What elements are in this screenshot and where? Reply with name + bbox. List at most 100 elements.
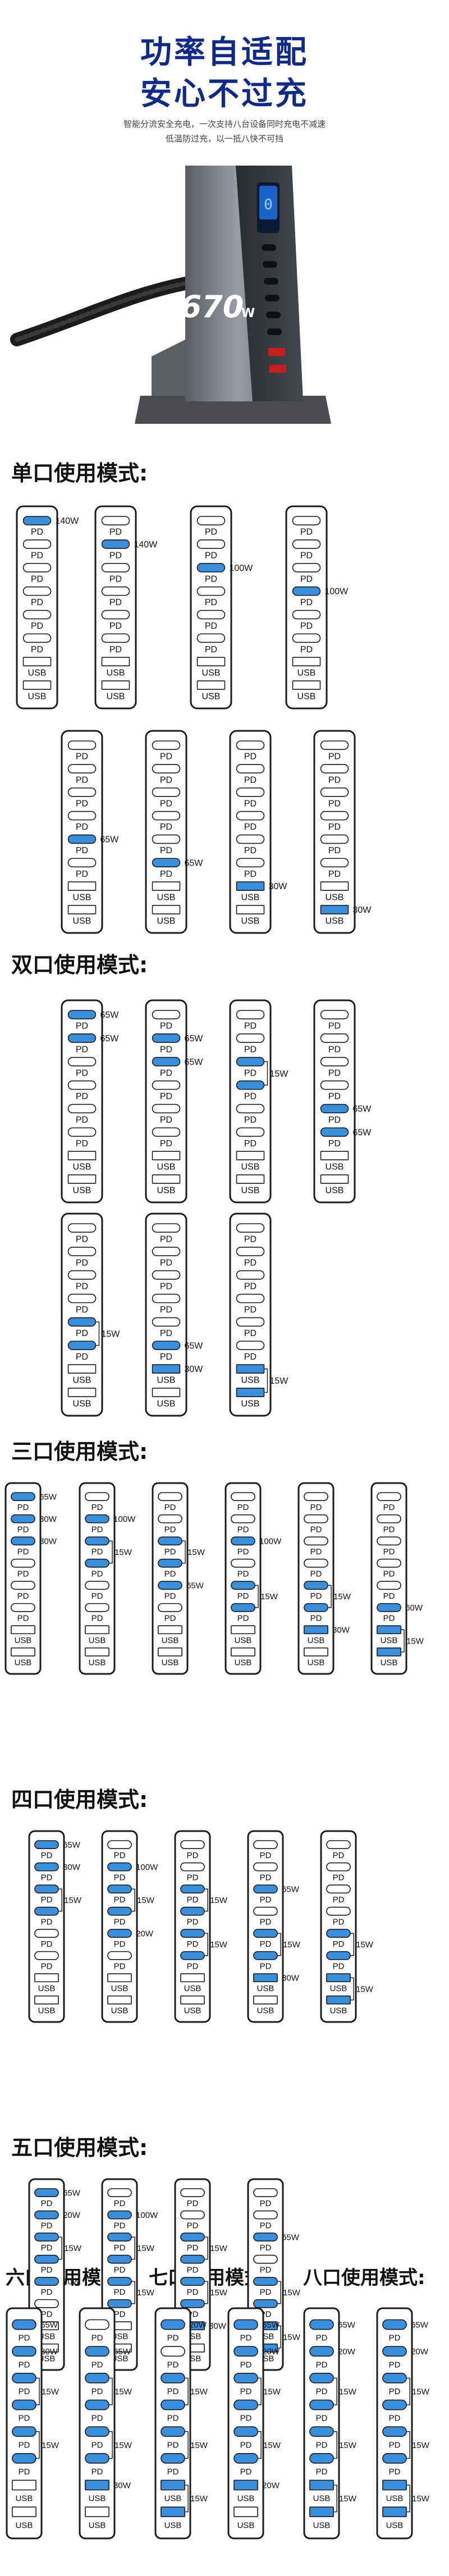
port-group-bracket [350, 1977, 354, 2001]
port-wattage-label: 65W [113, 2347, 131, 2357]
pd-port-4 [12, 2399, 36, 2410]
pd-port-6 [377, 1603, 401, 1612]
pd-port-5 [231, 1581, 255, 1590]
port-label-6: PD [244, 870, 256, 879]
port-group-bracket [277, 1933, 281, 1956]
port-label-5: PD [76, 1115, 88, 1125]
port-wattage-label: 65W [184, 1034, 203, 1044]
port-label-1: PD [31, 528, 43, 537]
port-label-6: PD [383, 1613, 395, 1623]
port-label-2: PD [260, 1873, 272, 1882]
pd-port-2 [107, 1862, 132, 1872]
usb-port-8 [236, 905, 265, 914]
port-wattage-label: 100W [136, 2211, 158, 2220]
port-label-2: PD [205, 551, 217, 560]
port-label-3: PD [114, 1895, 126, 1905]
pd-port-6 [292, 633, 321, 643]
usb-port-8 [292, 680, 321, 690]
usb-port-8 [231, 1647, 255, 1657]
port-label-5: PD [383, 1591, 395, 1601]
pd-port-4 [180, 2254, 205, 2264]
port-wattage-label: 15W [210, 1896, 228, 1905]
port-label-5: PD [91, 1591, 103, 1601]
port-wattage-label: 15W [333, 1592, 351, 1602]
pd-port-5 [253, 1929, 278, 1938]
port-label-6: PD [167, 2467, 179, 2477]
pd-port-4 [152, 1293, 181, 1303]
port-label-2: PD [244, 1258, 256, 1268]
port-label-5: PD [333, 1939, 345, 1949]
port-label-4: PD [260, 1917, 272, 1927]
pd-port-5 [85, 2426, 109, 2437]
usb-port-7 [152, 881, 181, 891]
port-group-bracket [204, 1933, 208, 1956]
port-group-bracket [131, 2281, 135, 2304]
port-group-bracket [264, 1061, 268, 1086]
port-wattage-label: 15W [412, 2494, 430, 2504]
usb-port-7 [253, 1973, 278, 1983]
port-label-1: PD [76, 1235, 88, 1244]
pd-port-2 [236, 1033, 265, 1043]
port-label-7: USB [202, 669, 221, 678]
usb-port-7 [11, 1625, 35, 1635]
port-label-3: PD [76, 799, 88, 808]
port-label-3: PD [205, 574, 217, 584]
pd-port-1 [158, 1492, 182, 1502]
port-label-1: PD [240, 2334, 252, 2343]
port-label-6: PD [76, 1352, 88, 1362]
pd-port-2 [101, 539, 130, 549]
port-label-3: PD [300, 574, 313, 584]
pd-port-5 [85, 1581, 109, 1590]
pd-port-3 [320, 1056, 349, 1067]
pd-port-5 [107, 1929, 132, 1938]
port-label-1: PD [109, 528, 122, 537]
port-wattage-label: 30W [40, 2347, 58, 2357]
pd-port-1 [34, 1840, 59, 1850]
port-label-4: PD [260, 2265, 272, 2275]
pd-port-4 [22, 586, 52, 596]
port-label-2: PD [76, 1258, 88, 1268]
port-label-1: PD [316, 2334, 328, 2343]
pd-port-2 [253, 1862, 278, 1872]
pd-port-3 [377, 1536, 401, 1546]
port-wattage-label: 15W [339, 2387, 357, 2396]
port-group-bracket [328, 1585, 332, 1608]
pd-port-1 [67, 740, 97, 750]
port-wattage-label: 15W [356, 1940, 374, 1950]
pd-port-5 [233, 2426, 258, 2437]
port-label-4: PD [328, 822, 341, 832]
pd-port-1 [101, 516, 130, 525]
pd-port-4 [326, 1906, 351, 1916]
pd-port-6 [34, 1951, 59, 1960]
port-label-2: PD [244, 775, 256, 785]
pd-port-3 [236, 787, 265, 797]
port-label-4: PD [109, 598, 122, 607]
usb-port-8 [196, 680, 226, 690]
port-wattage-label: 15W [210, 2288, 228, 2298]
pd-port-2 [292, 539, 321, 549]
usb-port-8 [107, 1995, 132, 2005]
port-label-4: PD [244, 822, 256, 832]
usb-port-8 [320, 1174, 349, 1184]
pd-port-3 [196, 562, 226, 573]
port-label-7: USB [313, 2494, 331, 2504]
pd-port-3 [309, 2373, 334, 2383]
port-label-3: PD [91, 1547, 103, 1557]
pd-port-4 [309, 2399, 334, 2410]
port-wattage-label: 15W [263, 2441, 281, 2450]
pd-port-2 [161, 2346, 185, 2357]
pd-port-3 [180, 1884, 205, 1894]
port-label-7: USB [297, 669, 316, 678]
port-label-7: USB [38, 1984, 56, 1993]
pd-port-5 [180, 1929, 205, 1938]
port-wattage-label: 30W [39, 1515, 57, 1524]
port-label-4: PD [160, 1305, 172, 1315]
device-screen-value: 0 [264, 196, 273, 213]
pd-port-2 [320, 764, 349, 774]
pd-port-3 [85, 1536, 109, 1546]
usb-port-8 [158, 1647, 182, 1657]
